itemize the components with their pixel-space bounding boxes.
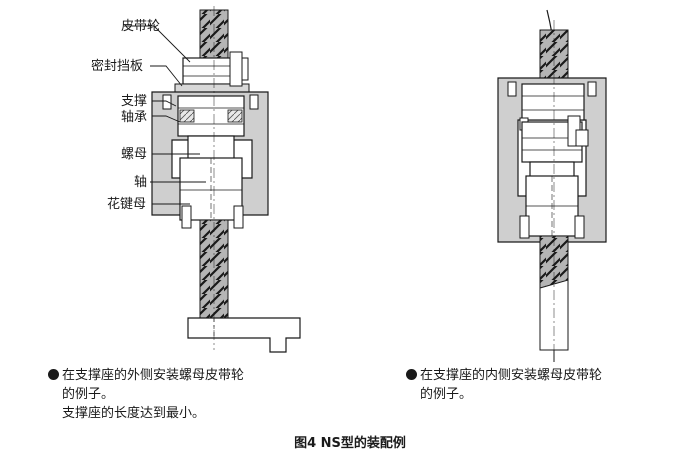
caption-right: 在支撑座的内侧安装螺母皮带轮 的例子。	[406, 366, 602, 404]
caption-left-line3: 支撑座的长度达到最小。	[62, 406, 206, 421]
caption-left-line2: 的例子。	[62, 387, 115, 402]
bullet-icon	[48, 369, 59, 380]
label-shaft: 轴	[134, 175, 147, 190]
right-support-bearing	[521, 83, 585, 121]
right-assembly	[497, 9, 607, 362]
bullet-icon	[406, 369, 417, 380]
label-spline-nut: 花键母	[107, 196, 146, 212]
label-nut: 螺母	[121, 147, 147, 162]
left-assembly	[151, 6, 301, 353]
caption-left-line1: 在支撑座的外侧安装螺母皮带轮	[62, 368, 245, 383]
label-belt-pulley: 皮带轮	[121, 19, 160, 34]
label-support-bearing-2: 轴承	[121, 110, 147, 125]
caption-right-line1: 在支撑座的内侧安装螺母皮带轮	[420, 368, 603, 383]
leader-lines	[124, 25, 206, 205]
left-pulley-bolt	[229, 51, 243, 87]
caption-right-line2: 的例子。	[420, 387, 473, 402]
figure-title: 图4 NS型的装配例	[294, 436, 406, 451]
left-nut	[187, 135, 235, 161]
caption-left: 在支撑座的外侧安装螺母皮带轮 的例子。 支撑座的长度达到最小。	[48, 366, 244, 423]
label-support-bearing-1: 支撑	[121, 94, 147, 109]
label-seal-plate: 密封挡板	[91, 58, 143, 74]
left-base-bracket	[187, 317, 301, 353]
